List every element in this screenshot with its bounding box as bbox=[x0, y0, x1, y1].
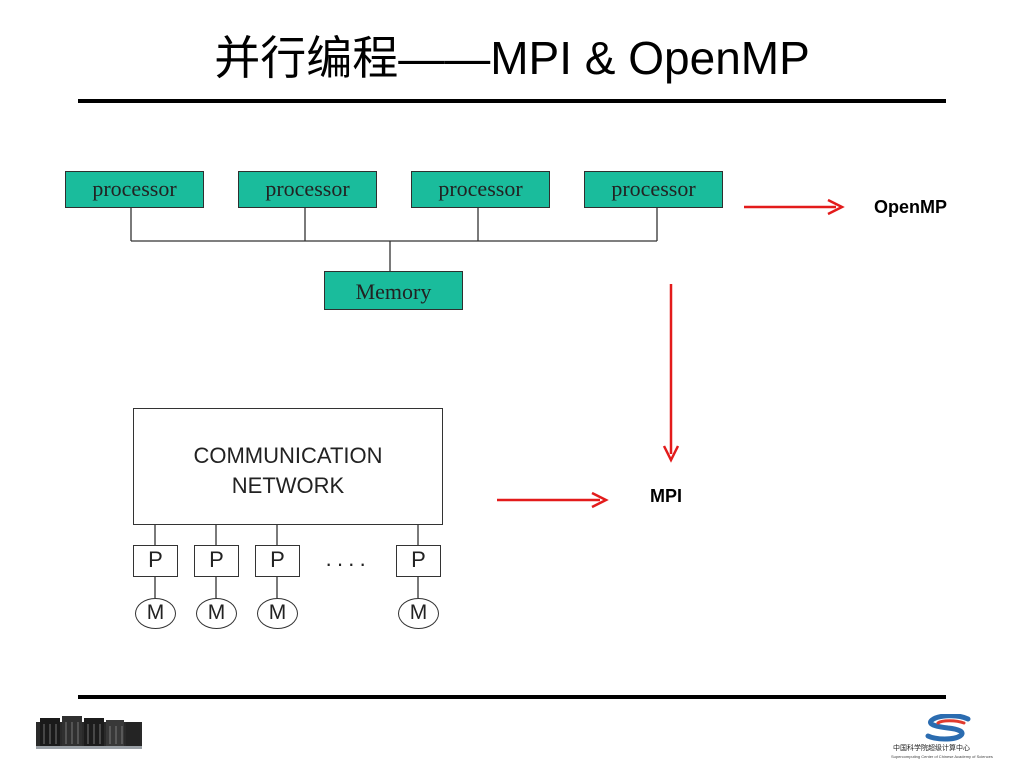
title-underline bbox=[78, 99, 946, 103]
slide-title: 并行编程——MPI & OpenMP bbox=[214, 32, 810, 84]
sccas-logo-icon bbox=[925, 714, 971, 742]
footer-org-english: Supercomputing Center of Chinese Academy… bbox=[891, 754, 993, 759]
openmp-label: OpenMP bbox=[874, 197, 948, 217]
processor-box-4: processor bbox=[584, 171, 723, 208]
footer-org-chinese: 中国科学院超级计算中心 bbox=[893, 744, 970, 752]
processor-node-3: P bbox=[255, 545, 300, 577]
arrow-to-mpi bbox=[497, 491, 609, 509]
arrow-to-openmp bbox=[744, 198, 845, 216]
memory-box: Memory bbox=[324, 271, 463, 310]
processor-box-2: processor bbox=[238, 171, 377, 208]
memory-node-1: M bbox=[135, 598, 176, 629]
processor-box-1: processor bbox=[65, 171, 204, 208]
memory-node-4: M bbox=[398, 598, 439, 629]
memory-node-3: M bbox=[257, 598, 298, 629]
network-label-line2: NETWORK bbox=[231, 473, 345, 498]
ellipsis-dots: ···· bbox=[325, 551, 371, 576]
network-label-line1: COMMUNICATION bbox=[193, 443, 383, 468]
supercomputer-image bbox=[36, 716, 142, 749]
arrow-down-to-mpi bbox=[662, 284, 680, 463]
processor-node-1: P bbox=[133, 545, 178, 577]
communication-network-box: COMMUNICATION NETWORK bbox=[133, 408, 443, 525]
memory-node-2: M bbox=[196, 598, 237, 629]
processor-node-4: P bbox=[396, 545, 441, 577]
mpi-label: MPI bbox=[650, 486, 683, 506]
processor-node-2: P bbox=[194, 545, 239, 577]
processor-box-3: processor bbox=[411, 171, 550, 208]
footer-rule bbox=[78, 695, 946, 699]
